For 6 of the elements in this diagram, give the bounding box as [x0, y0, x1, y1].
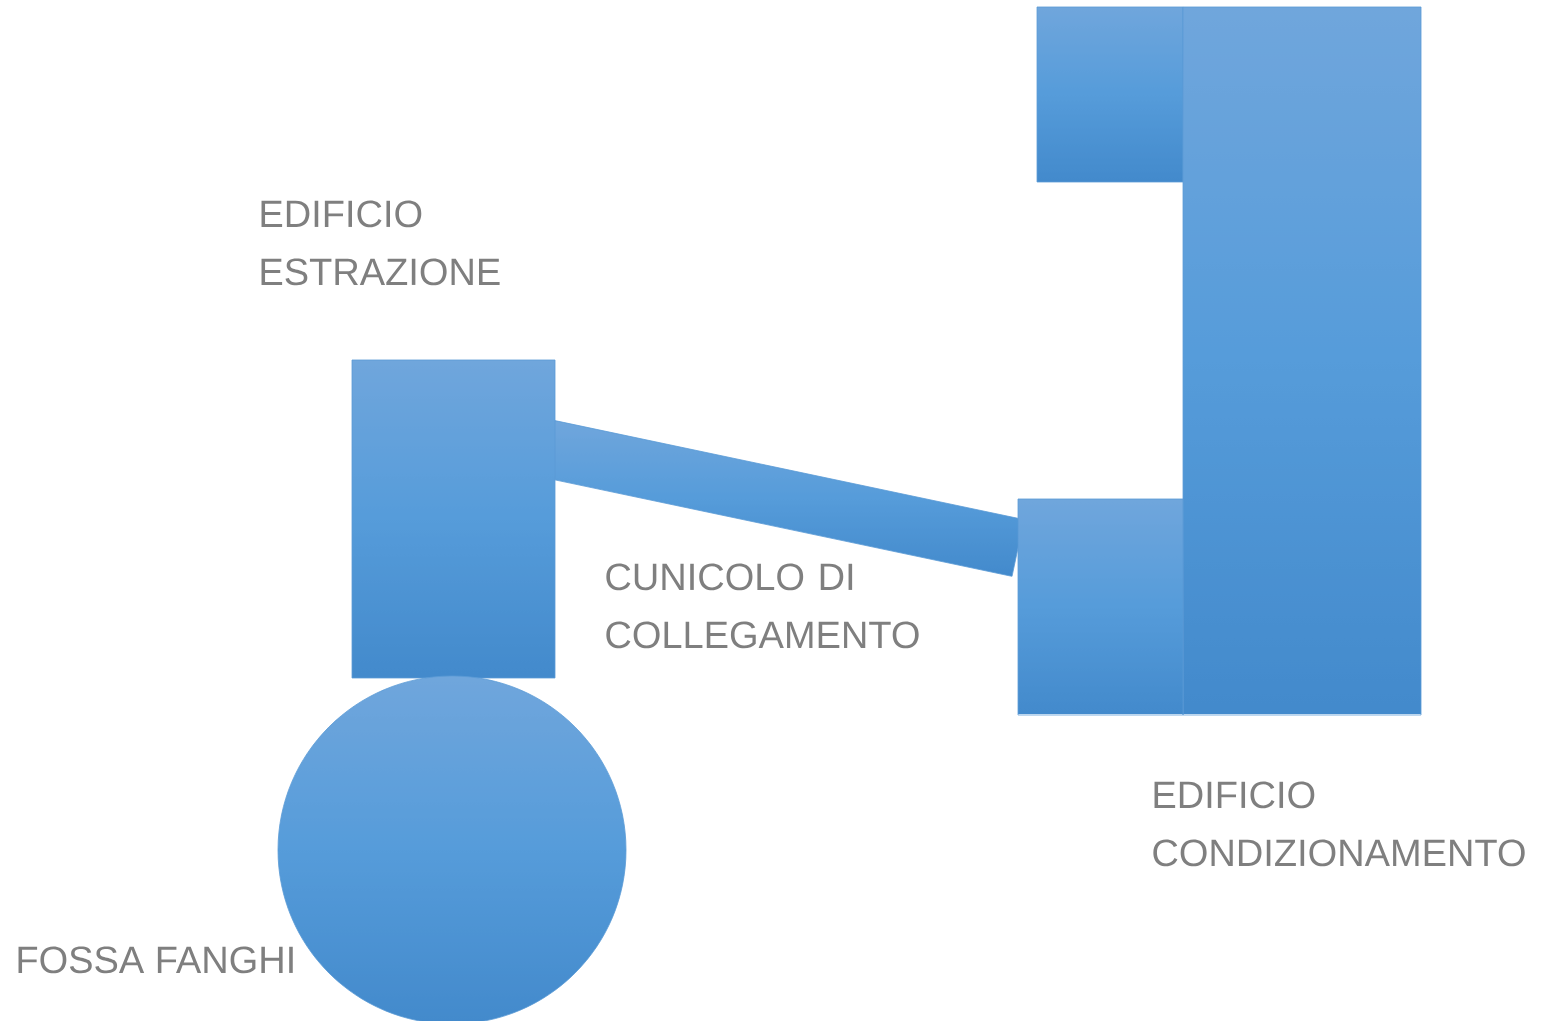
building-label: EDIFICIO CONDIZIONAMENTO: [1153, 781, 1525, 867]
building-block: [1036, 6, 1184, 183]
building-block: [1017, 498, 1184, 716]
building-label: EDIFICIO ESTRAZIONE: [261, 200, 500, 286]
building-label: CUNICOLO DI COLLEGAMENTO: [606, 563, 919, 649]
building-label: FOSSA FANGHI: [18, 946, 293, 974]
